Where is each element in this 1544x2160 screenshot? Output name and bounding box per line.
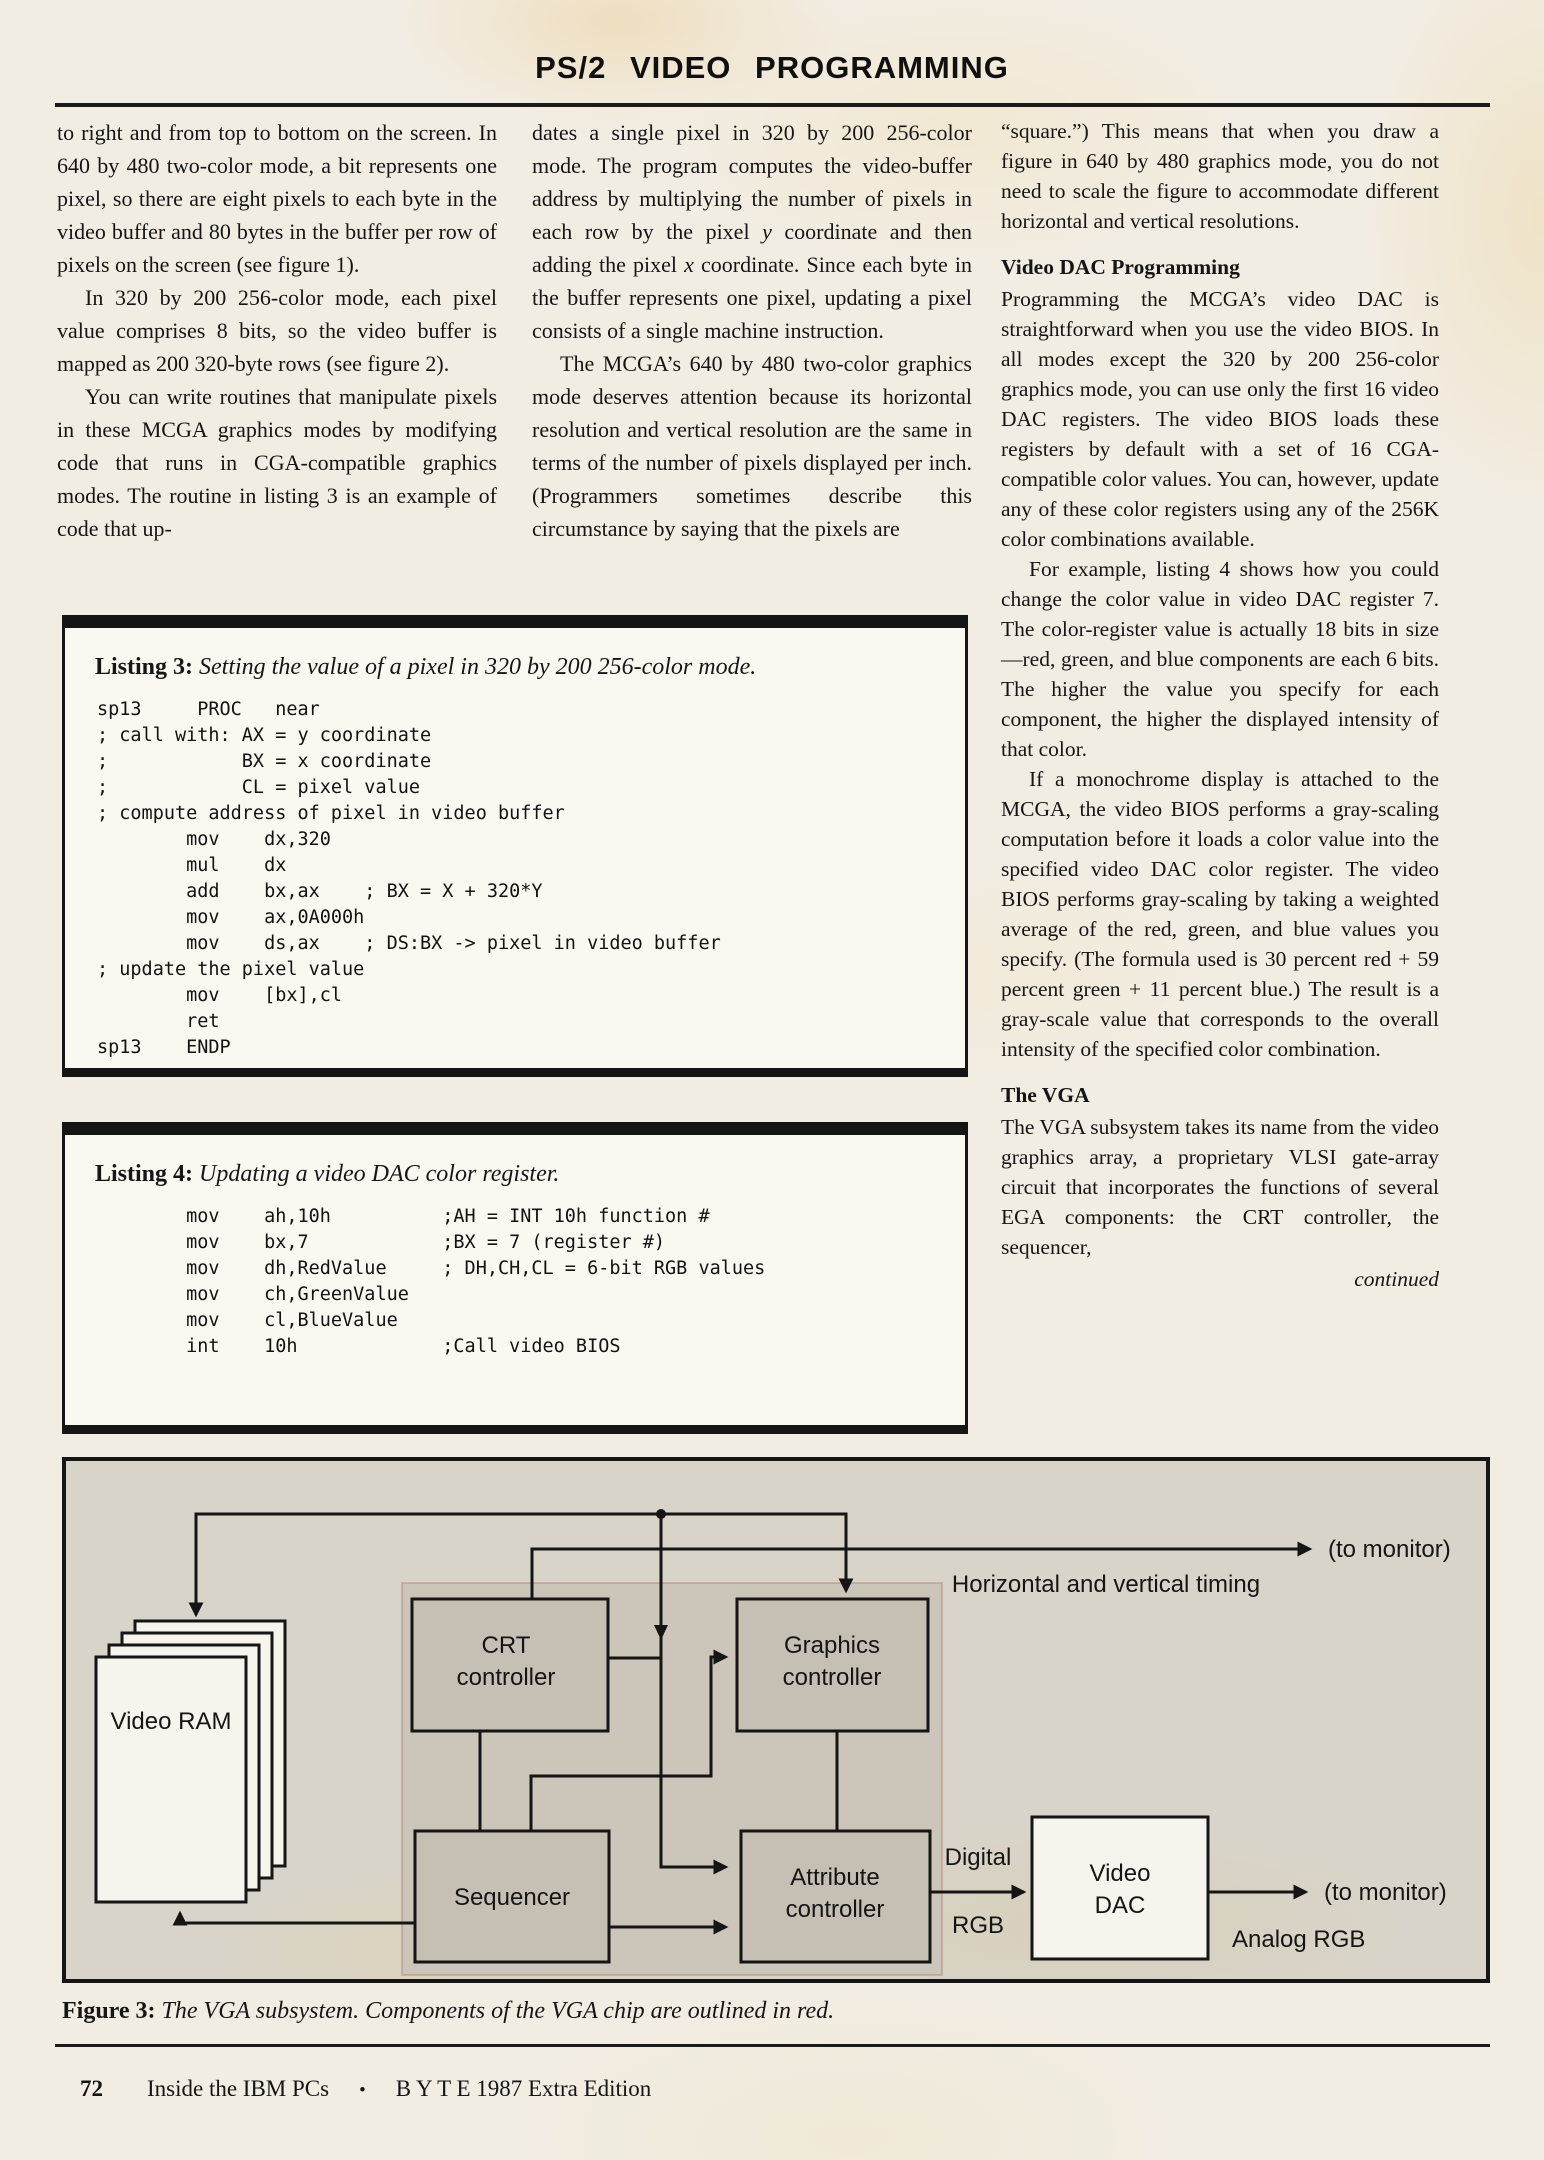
listing-4-caption: Listing 4: Updating a video DAC color re… [95, 1161, 560, 1187]
paragraph: to right and from top to bottom on the s… [57, 120, 497, 277]
timing-label: Horizontal and vertical timing [952, 1571, 1260, 1598]
svg-text:Video: Video [1090, 1860, 1151, 1887]
memory-bus-lines [188, 1512, 854, 1618]
graphics-feed-line [529, 1649, 729, 1831]
section-heading: The VGA [1001, 1083, 1090, 1107]
header-rule [55, 103, 1490, 107]
footer-rule [55, 2044, 1490, 2047]
video-ram-box: Video RAM [94, 1619, 287, 1904]
text-column-2: dates a single pixel in 320 by 200 256-c… [532, 116, 972, 545]
to-monitor-label-bottom: (to monitor) [1324, 1879, 1447, 1906]
listing-4-code: mov ah,10h ;AH = INT 10h function # mov … [186, 1206, 766, 1357]
attribute-controller-box: Attribute controller [739, 1829, 932, 1964]
timing-line [530, 1541, 1313, 1599]
svg-text:DAC: DAC [1095, 1892, 1146, 1919]
footer-book-title: Inside the IBM PCs [147, 2076, 330, 2101]
text-column-1: to right and from top to bottom on the s… [57, 116, 497, 545]
paragraph: Programming the MCGA’s video DAC is stra… [1001, 287, 1439, 551]
paragraph: If a monochrome display is attached to t… [1001, 767, 1439, 1061]
svg-text:Sequencer: Sequencer [454, 1884, 570, 1911]
continued-note: continued [1354, 1267, 1439, 1291]
paragraph: For example, listing 4 shows how you cou… [1001, 557, 1439, 761]
paragraph: The VGA subsystem takes its name from th… [1001, 1115, 1439, 1259]
footer-edition: B Y T E 1987 Extra Edition [395, 2076, 652, 2101]
paragraph: “square.”) This means that when you draw… [1001, 119, 1439, 233]
graphics-controller-box: Graphics controller [735, 1597, 930, 1733]
paragraph: The MCGA’s 640 by 480 two-color graphics… [532, 351, 972, 541]
svg-text:Graphics: Graphics [784, 1632, 880, 1659]
paragraph: In 320 by 200 256-color mode, each pixel… [57, 285, 497, 376]
svg-text:controller: controller [783, 1664, 882, 1691]
svg-text:controller: controller [786, 1896, 885, 1923]
section-heading: Video DAC Programming [1001, 255, 1240, 279]
svg-text:Attribute: Attribute [790, 1864, 879, 1891]
footer-bullet: • [359, 2080, 366, 2101]
sequencer-box: Sequencer [413, 1829, 611, 1964]
figure-3-diagram: Video RAM (to monitor) Horizontal and ve… [62, 1457, 1490, 1983]
page-footer: 72 Inside the IBM PCs • B Y T E 1987 Ext… [80, 2076, 651, 2102]
text-column-3: “square.”) This means that when you draw… [1001, 116, 1439, 1294]
page-title: PS/2 VIDEO PROGRAMMING [535, 50, 1009, 85]
down-arrow-icon [654, 1625, 668, 1640]
crt-controller-box: CRT controller [410, 1597, 610, 1733]
paragraph: dates a single pixel in 320 by 200 256-c… [532, 120, 972, 343]
digital-rgb-label: RGB [952, 1912, 1004, 1939]
svg-text:Video RAM: Video RAM [111, 1708, 232, 1735]
listing-3-box: Listing 3: Setting the value of a pixel … [62, 615, 968, 1077]
paragraph: You can write routines that manipulate p… [57, 384, 497, 541]
figure-3-caption: Figure 3: The VGA subsystem. Components … [62, 1998, 835, 2024]
digital-label: Digital [945, 1844, 1012, 1871]
page-number: 72 [80, 2076, 103, 2101]
listing-3-code: sp13 PROC near ; call with: AX = y coord… [97, 699, 721, 1058]
listing-3-caption: Listing 3: Setting the value of a pixel … [95, 654, 757, 680]
video-dac-box: Video DAC [1030, 1815, 1210, 1961]
analog-rgb-label: Analog RGB [1232, 1926, 1365, 1953]
svg-text:controller: controller [457, 1664, 556, 1691]
video-ram-return-line [172, 1910, 415, 1926]
svg-text:CRT: CRT [482, 1632, 531, 1659]
listing-4-box: Listing 4: Updating a video DAC color re… [62, 1122, 968, 1434]
to-monitor-label-top: (to monitor) [1328, 1536, 1451, 1563]
vga-subsystem-diagram: Video RAM (to monitor) Horizontal and ve… [94, 1509, 1451, 1976]
